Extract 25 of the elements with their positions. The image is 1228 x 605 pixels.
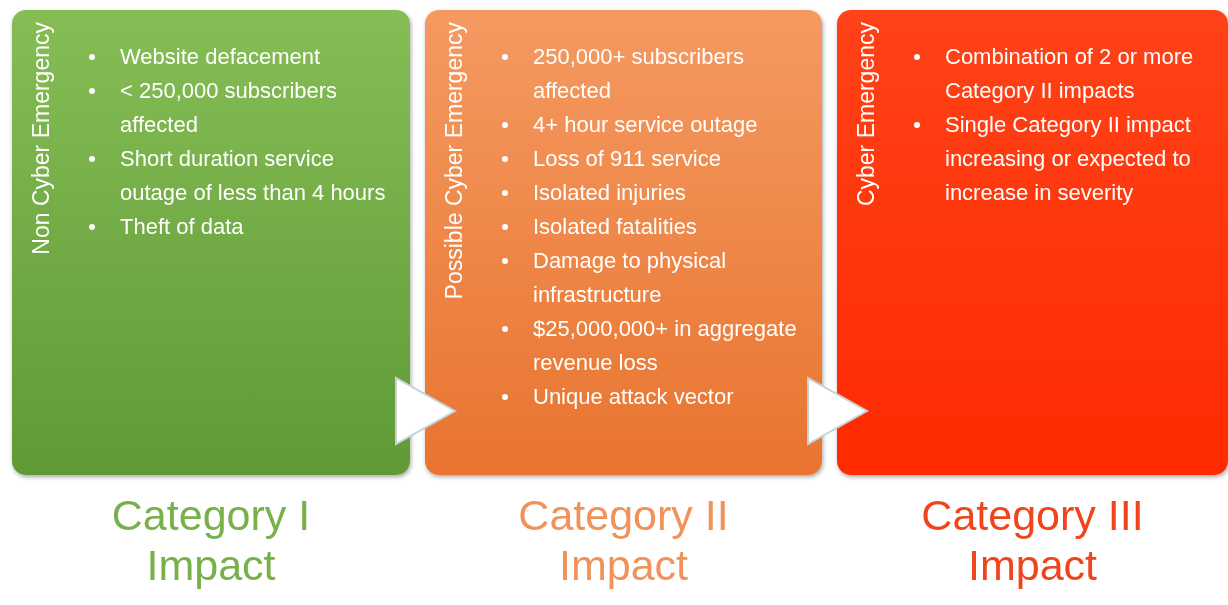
bullet-text: 4+ hour service outage (533, 112, 758, 137)
bullet-text: Isolated fatalities (533, 214, 697, 239)
card-heading: Cyber Emergency (852, 22, 880, 207)
bullet-text: Single Category II impact increasing or expected to increase in severity (945, 112, 1191, 205)
bullet-text: Website defacement (120, 44, 321, 69)
category-card (837, 10, 1228, 475)
category-label: Category II Impact (517, 490, 730, 590)
bullet-text: Damage to physical infrastructure (533, 248, 727, 307)
category-card (12, 10, 410, 475)
bullet-text: Unique attack vector (533, 384, 734, 409)
bullet-text: 250,000+ subscribers affected (533, 44, 744, 103)
bullet-text: < 250,000 subscribers affected (120, 78, 338, 137)
bullet-text: Theft of data (120, 214, 244, 239)
bullet-text: Combination of 2 or more Category II impacts (945, 44, 1194, 103)
bullet-text: Loss of 911 service (533, 146, 721, 171)
card-heading: Non Cyber Emergency (27, 22, 55, 255)
bullet-text: Short duration service outage of less than 4 hours (120, 146, 386, 205)
bullet-text: $25,000,000+ in aggregate revenue loss (533, 316, 797, 375)
card-heading: Possible Cyber Emergency (440, 22, 468, 300)
category-label: Category III Impact (920, 490, 1145, 590)
bullet-text: Isolated injuries (533, 180, 686, 205)
category-card (425, 10, 822, 475)
chevron-arrow (807, 376, 870, 446)
chevron-arrow (395, 376, 458, 446)
category-label: Category I Impact (110, 490, 312, 590)
